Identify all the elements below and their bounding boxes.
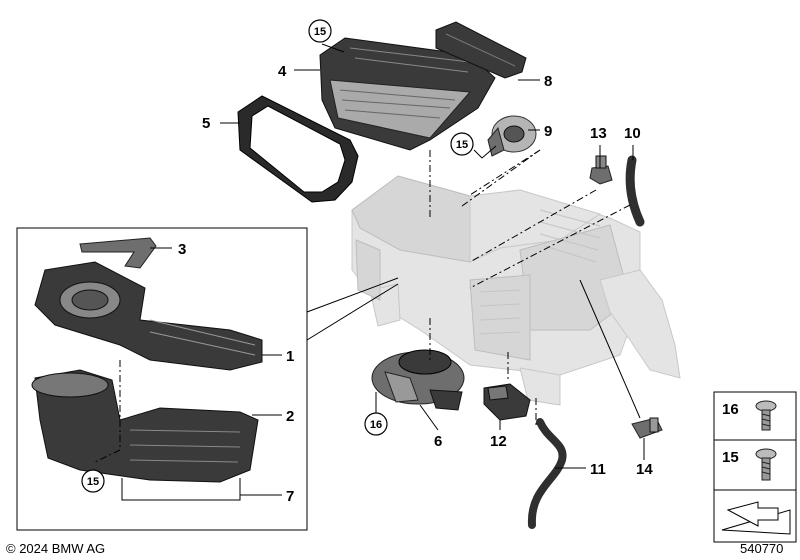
part-3-bracket <box>79 237 157 269</box>
label-part-12: 12 <box>490 433 507 450</box>
callout-15-motor: 15 <box>450 132 474 156</box>
copyright-text: © 2024 BMW AG <box>6 541 105 556</box>
part-14-connector <box>631 417 663 439</box>
screw-15-icon <box>755 448 777 481</box>
callout-15-inset: 15 <box>81 469 105 493</box>
part-10-hose <box>625 155 645 227</box>
svg-text:15: 15 <box>314 26 326 38</box>
label-part-7: 7 <box>286 488 294 505</box>
label-part-2: 2 <box>286 408 294 425</box>
label-part-6: 6 <box>434 433 442 450</box>
svg-text:15: 15 <box>456 139 468 151</box>
part-5-duct-frame <box>237 95 359 203</box>
part-4-evaporator-cover <box>319 37 496 151</box>
part-1-blower-housing-upper <box>34 261 263 371</box>
label-part-9: 9 <box>544 123 552 140</box>
part-12-control-module <box>483 383 531 421</box>
label-part-13: 13 <box>590 125 607 142</box>
part-6-blower-motor <box>371 349 465 411</box>
label-part-10: 10 <box>624 125 641 142</box>
part-2-blower-housing-lower <box>31 369 259 483</box>
callout-16: 16 <box>364 412 388 436</box>
legend-label-15: 15 <box>722 449 739 466</box>
hvac-housing-ghost <box>351 175 681 406</box>
label-part-11: 11 <box>590 461 606 478</box>
part-7-seal-bracket <box>121 478 241 501</box>
orientation-arrow-icon <box>721 501 791 535</box>
part-9-actuator-motor <box>487 115 537 157</box>
inset-frame <box>16 227 399 531</box>
label-part-1: 1 <box>286 348 294 365</box>
legend-box: 16 15 <box>713 391 797 543</box>
inset-axis <box>94 360 121 463</box>
screw-16-icon <box>755 400 777 431</box>
label-part-14: 14 <box>636 461 653 478</box>
label-part-3: 3 <box>178 241 186 258</box>
part-13-sensor <box>589 155 613 185</box>
svg-text:16: 16 <box>370 419 382 431</box>
callout-15-top: 15 <box>308 19 332 43</box>
svg-text:15: 15 <box>87 476 99 488</box>
label-part-5: 5 <box>202 115 210 132</box>
part-11-drain-hose <box>527 418 567 529</box>
label-part-8: 8 <box>544 73 552 90</box>
legend-label-16: 16 <box>722 401 739 418</box>
part-8-filter-cover <box>435 21 527 79</box>
label-part-4: 4 <box>278 63 287 80</box>
diagram-id: 540770 <box>740 541 783 556</box>
